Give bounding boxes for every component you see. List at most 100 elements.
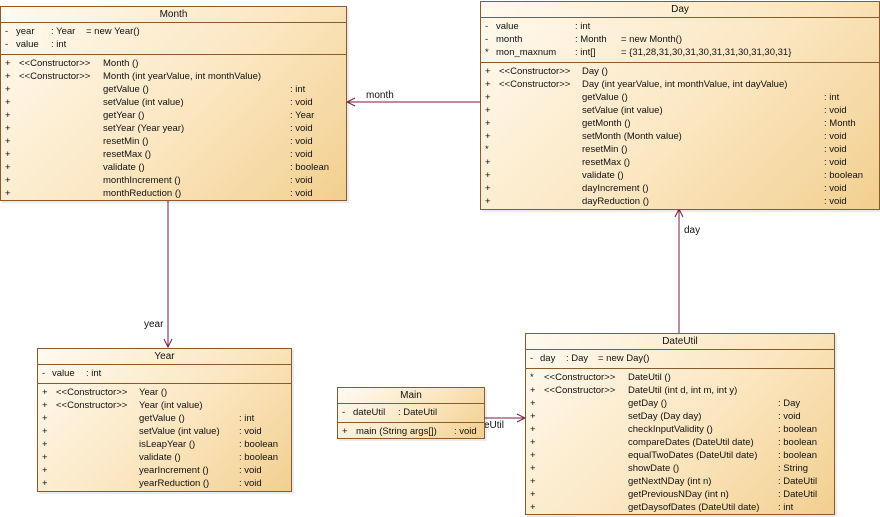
method-return-type: : boolean — [778, 437, 818, 448]
method-signature: compareDates (DateUtil date) — [628, 437, 754, 448]
visibility-marker: + — [530, 476, 536, 487]
method-signature: resetMax () — [103, 149, 152, 160]
attribute-name: value — [496, 21, 519, 32]
method-row: + isLeapYear () : boolean — [38, 438, 291, 451]
attributes-compartment: -day: Day= new Day() — [526, 350, 834, 369]
method-signature: getNextNDay (int n) — [628, 476, 712, 487]
attributes-compartment: -value : int — [38, 365, 291, 384]
method-signature: isLeapYear () — [139, 439, 196, 450]
visibility-marker: + — [5, 123, 11, 134]
method-return-type: : boolean — [290, 162, 330, 173]
class-month[interactable]: Month -year: Year= new Year()-value: int… — [0, 6, 347, 201]
class-year[interactable]: Year -value: int +<<Constructor>>Year ()… — [37, 348, 292, 492]
attribute-type: : DateUtil — [398, 407, 438, 418]
method-signature: equalTwoDates (DateUtil date) — [628, 450, 758, 461]
method-return-type: : void — [290, 175, 313, 186]
method-signature: resetMin () — [103, 136, 149, 147]
method-row: + monthIncrement () : void — [1, 174, 346, 187]
visibility-marker: + — [42, 465, 48, 476]
visibility-marker: + — [42, 413, 48, 424]
method-signature: showDate () — [628, 463, 680, 474]
method-stereotype: <<Constructor>> — [499, 66, 571, 77]
method-row: +<<Constructor>>Month () — [1, 57, 346, 70]
visibility-marker: - — [5, 39, 9, 50]
method-row: +getMonth (): Month — [481, 117, 879, 130]
attribute-type: : Year — [51, 26, 76, 37]
method-row: +<<Constructor>>Day () — [481, 65, 879, 78]
link-label-dateutil: dateUtil — [470, 420, 504, 431]
method-return-type: : int — [239, 413, 255, 424]
method-return-type: : void — [239, 478, 262, 489]
attribute-name: value — [52, 368, 75, 379]
method-return-type: : void — [290, 136, 313, 147]
class-day[interactable]: Day -value: int-month: Month= new Month(… — [480, 1, 880, 210]
attribute-row: -year: Year= new Year() — [1, 25, 346, 38]
method-row: +getValue (): int — [38, 412, 291, 425]
method-return-type: : void — [824, 105, 847, 116]
method-stereotype: <<Constructor>> — [544, 372, 616, 383]
methods-compartment: +<<Constructor>>Year ()+<<Constructor>>Y… — [38, 384, 291, 493]
method-signature: validate () — [139, 452, 181, 463]
attribute-initializer: = new Day() — [598, 353, 650, 364]
method-stereotype: <<Constructor>> — [19, 71, 91, 82]
method-signature: yearIncrement () — [139, 465, 209, 476]
visibility-marker: + — [5, 149, 11, 160]
method-return-type: : boolean — [239, 439, 279, 450]
method-row: +getPreviousNDay (int n): DateUtil — [526, 488, 834, 501]
visibility-marker: - — [485, 21, 489, 32]
visibility-marker: + — [485, 196, 491, 207]
attributes-compartment: -value: int-month: Month= new Month()*mo… — [481, 18, 879, 63]
visibility-marker: + — [42, 400, 48, 411]
class-title: DateUtil — [526, 334, 834, 350]
visibility-marker: + — [485, 118, 491, 129]
method-row: +getValue (): int — [481, 91, 879, 104]
method-return-type: : void — [824, 131, 847, 142]
visibility-marker: - — [42, 368, 46, 379]
attribute-type: : Day — [566, 353, 589, 364]
visibility-marker: - — [530, 353, 534, 364]
methods-compartment: +main (String args[]): void — [338, 423, 484, 441]
method-signature: main (String args[]) — [356, 426, 437, 437]
method-row: *resetMin (): void — [481, 143, 879, 156]
attribute-initializer: = new Year() — [86, 26, 140, 37]
attribute-type: : int — [51, 39, 67, 50]
method-return-type: : void — [824, 196, 847, 207]
method-return-type: : boolean — [239, 452, 279, 463]
attribute-type: : int — [86, 368, 102, 379]
visibility-marker: - — [5, 26, 9, 37]
attribute-row: *mon_maxnum: int[]= {31,28,31,30,31,30,3… — [481, 46, 879, 59]
method-row: +monthReduction (): void — [1, 187, 346, 200]
method-row: +resetMin (): void — [1, 135, 346, 148]
method-row: +getYear (): Year — [1, 109, 346, 122]
visibility-marker: + — [5, 84, 11, 95]
method-row: +validate (): boolean — [1, 161, 346, 174]
method-signature: setYear (Year year) — [103, 123, 185, 134]
method-signature: monthIncrement () — [103, 175, 181, 186]
class-dateutil[interactable]: DateUtil -day: Day= new Day() *<<Constru… — [525, 333, 835, 515]
method-signature: Month () — [103, 58, 139, 69]
method-signature: getPreviousNDay (int n) — [628, 489, 729, 500]
link-label-day: day — [684, 225, 701, 236]
visibility-marker: + — [42, 439, 48, 450]
attribute-name: month — [496, 34, 523, 45]
method-row: +setValue (int value): void — [38, 425, 291, 438]
visibility-marker: + — [42, 387, 48, 398]
attribute-row: -month: Month= new Month() — [481, 33, 879, 46]
method-signature: Month (int yearValue, int monthValue) — [103, 71, 262, 82]
methods-compartment: +<<Constructor>>Month ()+<<Constructor>>… — [1, 55, 346, 203]
method-signature: Day () — [582, 66, 608, 77]
visibility-marker: * — [485, 47, 489, 58]
visibility-marker: + — [485, 131, 491, 142]
class-main[interactable]: Main -dateUtil: DateUtil +main (String a… — [337, 387, 485, 439]
method-row: +setValue (int value): void — [1, 96, 346, 109]
method-signature: getMonth () — [582, 118, 631, 129]
visibility-marker: + — [530, 411, 536, 422]
visibility-marker: + — [5, 175, 11, 186]
attribute-row: -value: int — [481, 20, 879, 33]
method-return-type: : boolean — [778, 424, 818, 435]
visibility-marker: - — [485, 34, 489, 45]
visibility-marker: + — [530, 489, 536, 500]
method-stereotype: <<Constructor>> — [544, 385, 616, 396]
method-return-type: : boolean — [778, 450, 818, 461]
